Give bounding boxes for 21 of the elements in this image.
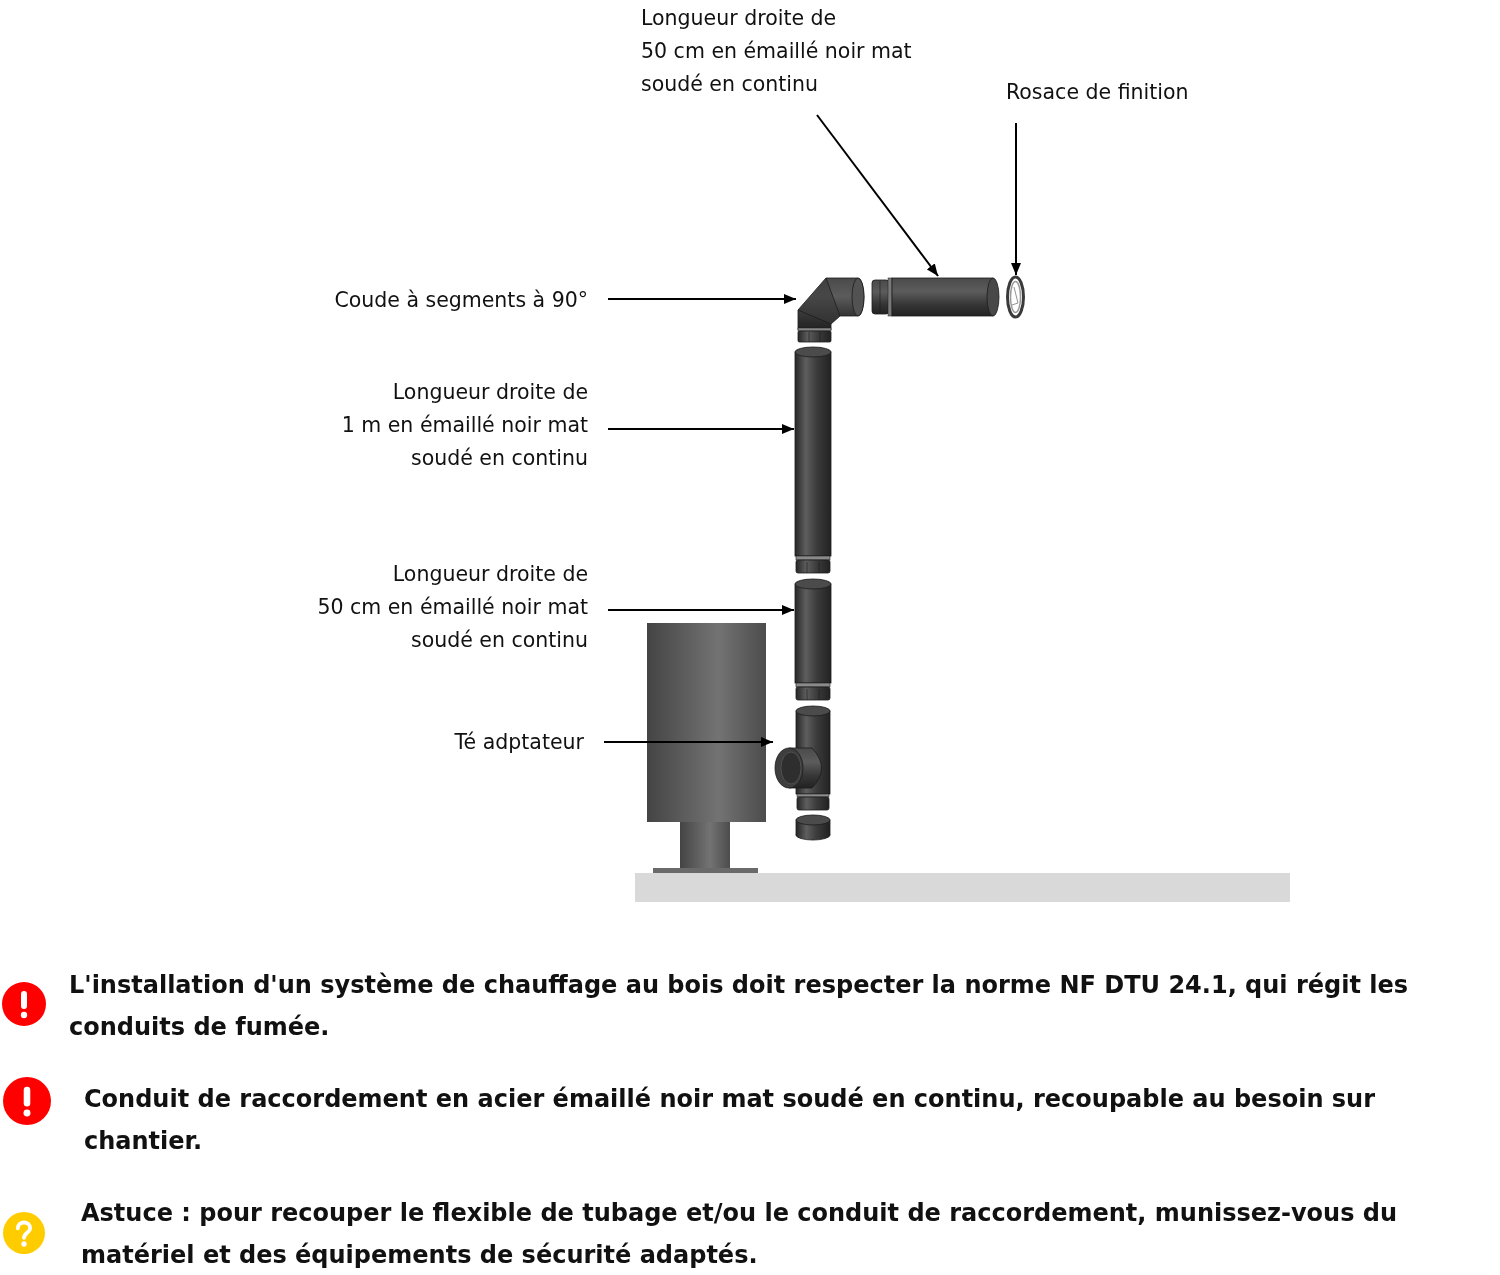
elbow-pipe-drawing [796,276,866,343]
note-text: L'installation d'un système de chauffage au bois doit respecter la norme NF DTU 24.1, qui régit les conduits de fumée. [69,970,1410,1043]
callout-label: Longueur droite de 50 cm en émaillé noir mat soudé en continu [317,558,588,657]
callout-label: Longueur droite de 50 cm en émaillé noir mat soudé en continu [641,2,912,101]
leader-arrow [816,114,939,277]
note-text: Conduit de raccordement en acier émaillé noir mat soudé en continu, recoupable au besoin sur chantier. [84,1084,1377,1157]
pipe-section-drawing [870,276,1000,318]
leader-arrow [607,294,797,304]
pipe-section-drawing [794,578,832,701]
leader-arrow [603,737,774,747]
leader-arrow [607,424,795,434]
tee-fitting-drawing [773,704,833,811]
ring-drawing [1005,275,1026,319]
note-text: Astuce : pour recouper le flexible de tubage et/ou le conduit de raccordement, munissez-vous du matériel et des équipements de sécurité adaptés. [81,1198,1399,1271]
callout-label: Rosace de finition [1006,76,1189,109]
leader-arrow [607,605,795,615]
leader-arrow [1011,122,1021,276]
callout-label: Coude à segments à 90° [334,284,588,317]
callout-label: Té adptateur [454,726,584,759]
callout-label: Longueur droite de 1 m en émaillé noir mat soudé en continu [341,376,588,475]
pipe-section-drawing [794,346,832,574]
